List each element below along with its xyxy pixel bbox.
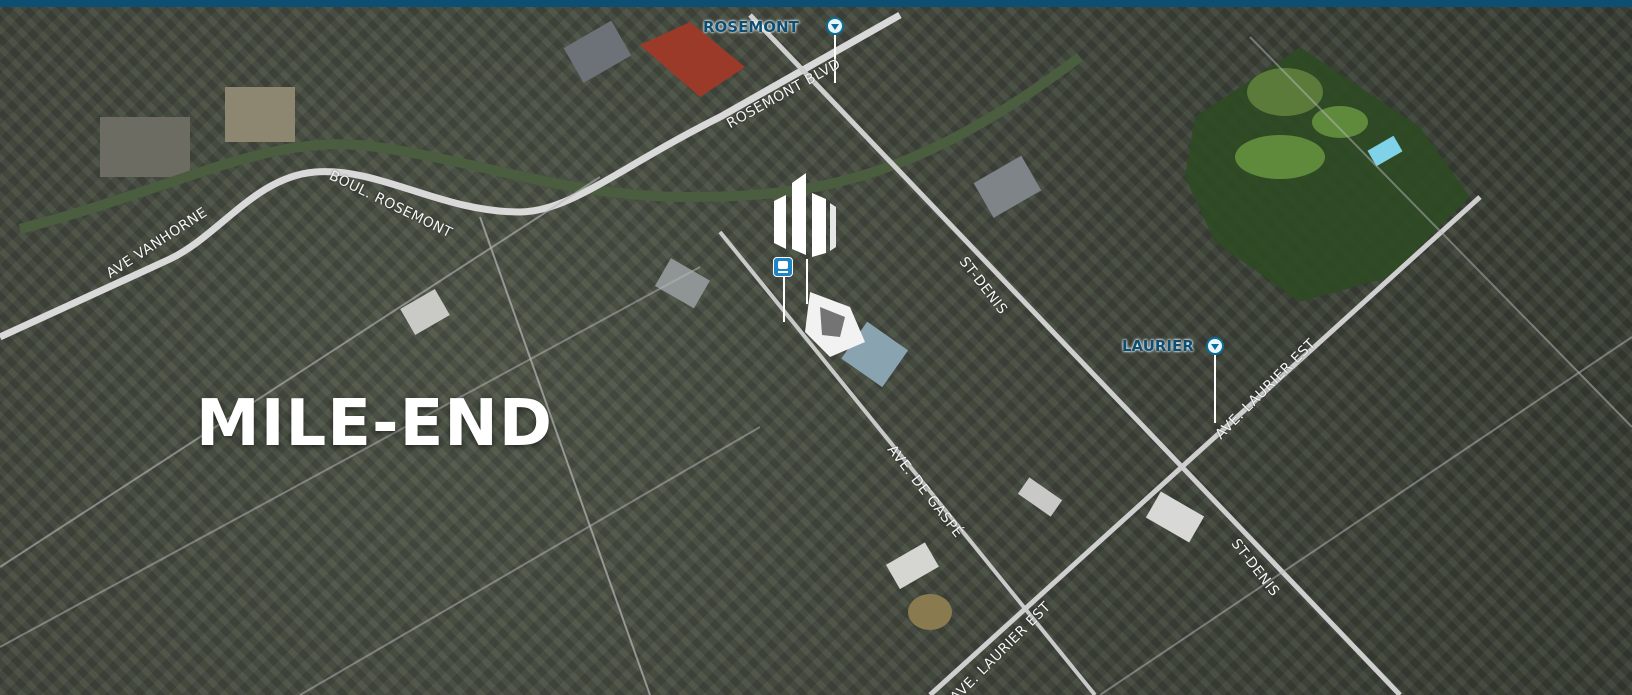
bus-stop-icon[interactable] <box>773 257 793 277</box>
building-pointer-line <box>806 259 808 304</box>
aerial-map[interactable]: ROSEMONT LAURIER ROSEMONT BLVD BOUL. ROS… <box>0 7 1632 695</box>
metro-rosemont-pointer-line <box>834 35 836 83</box>
metro-laurier-label[interactable]: LAURIER <box>1122 337 1194 355</box>
building-logo-icon <box>774 173 836 257</box>
map-base <box>0 11 1632 695</box>
top-bar <box>0 0 1632 7</box>
metro-station-icon[interactable] <box>826 17 844 35</box>
metro-laurier-pointer-line <box>1214 355 1216 423</box>
metro-rosemont-label[interactable]: ROSEMONT <box>703 18 799 36</box>
metro-station-icon[interactable] <box>1206 337 1224 355</box>
bus-stop-pointer-line <box>783 277 785 322</box>
district-title: MILE-END <box>196 387 553 461</box>
